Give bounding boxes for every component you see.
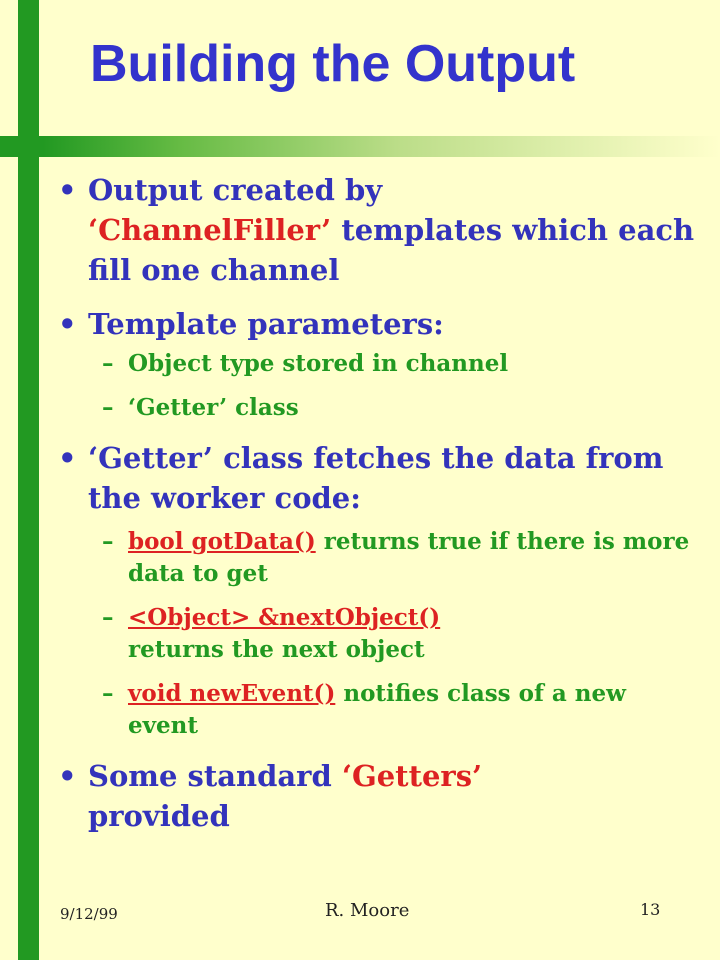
left-stripe <box>0 0 18 960</box>
sub-bullet-2-2-text: ‘Getter’ class <box>128 394 299 421</box>
slide-title: Building the Output <box>90 35 576 93</box>
bullet-list: • Output created by ‘ChannelFiller’ temp… <box>58 170 698 836</box>
green-bar-vertical <box>18 0 39 960</box>
sub-bullet-3-1-text: returns true if there is more data to ge… <box>128 528 690 587</box>
dash-marker: – <box>102 528 114 555</box>
code-gotdata: bool gotData() <box>128 528 316 555</box>
green-bar-horizontal <box>0 136 720 157</box>
dash-marker: – <box>102 680 114 707</box>
bullet-marker: • <box>58 441 77 475</box>
sub-bullet-2-1: – Object type stored in channel <box>58 348 698 380</box>
sub-bullet-3-3: – void newEvent() notifies class of a ne… <box>58 678 698 742</box>
footer-page-number: 13 <box>640 900 661 919</box>
bullet-3-text: ‘Getter’ class fetches the data from the… <box>88 441 664 515</box>
dash-marker: – <box>102 604 114 631</box>
sub-bullet-3-2: – <Object> &nextObject() returns the nex… <box>58 602 698 666</box>
bullet-marker: • <box>58 759 77 793</box>
bullet-2: • Template parameters: <box>58 304 698 344</box>
bullet-marker: • <box>58 173 77 207</box>
bullet-1-rest: templates which each fill one channel <box>88 213 695 287</box>
bullet-4-rest: provided <box>88 799 230 833</box>
sub-bullet-3-1: – bool gotData() returns true if there i… <box>58 526 698 590</box>
code-newevent: void newEvent() <box>128 680 336 707</box>
sub-bullet-3-2-text: returns the next object <box>128 636 425 663</box>
bullet-1: • Output created by ‘ChannelFiller’ temp… <box>58 170 698 290</box>
code-nextobject: <Object> &nextObject() <box>128 604 441 631</box>
bullet-4-text: Some standard <box>88 759 332 793</box>
footer-date: 9/12/99 <box>60 905 118 923</box>
sub-bullet-2-1-text: Object type stored in channel <box>128 350 509 377</box>
dash-marker: – <box>102 394 114 421</box>
bullet-3: • ‘Getter’ class fetches the data from t… <box>58 438 698 518</box>
footer-author: R. Moore <box>325 900 410 921</box>
bullet-4: • Some standard ‘Getters’ provided <box>58 756 698 836</box>
bullet-2-text: Template parameters: <box>88 307 444 341</box>
bullet-4-quote: ‘Getters’ <box>341 759 483 793</box>
dash-marker: – <box>102 350 114 377</box>
bullet-marker: • <box>58 307 77 341</box>
bullet-1-quote: ‘ChannelFiller’ <box>88 213 332 247</box>
bullet-1-text: Output created by <box>88 173 383 207</box>
sub-bullet-3-3-text: notifies class of a new event <box>128 680 626 739</box>
sub-bullet-2-2: – ‘Getter’ class <box>58 392 698 424</box>
